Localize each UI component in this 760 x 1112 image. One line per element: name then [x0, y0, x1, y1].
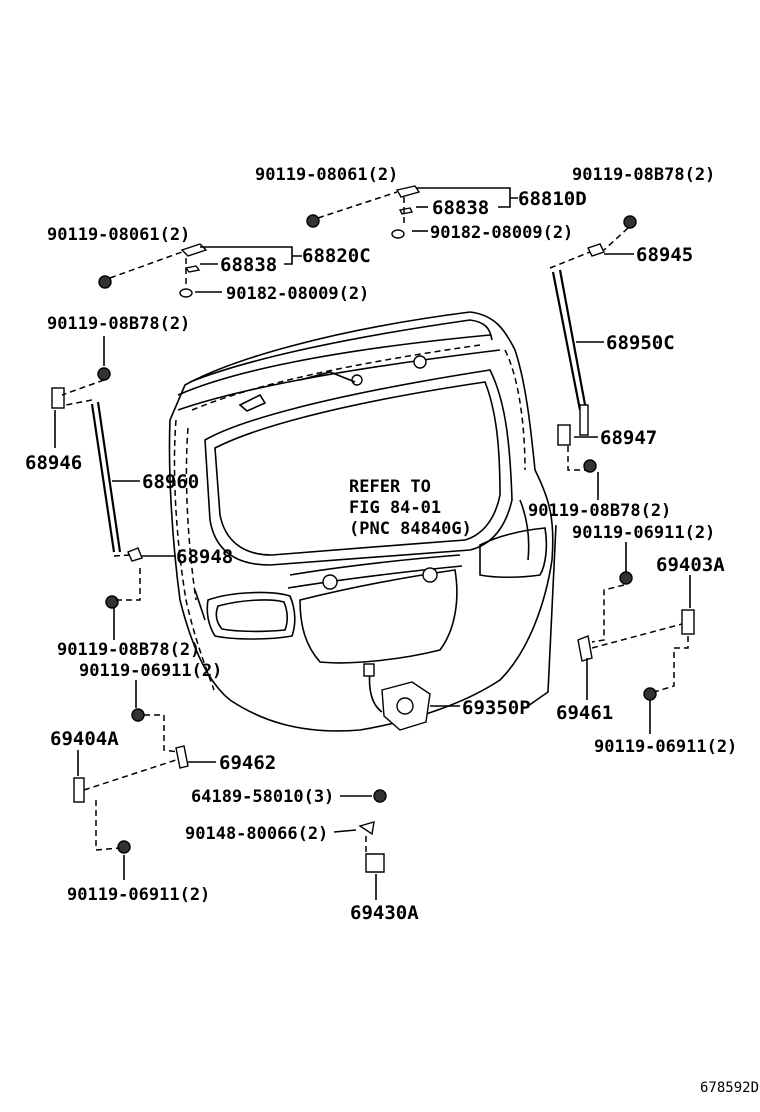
label-bracket-l-top: 68946 [25, 452, 82, 474]
dashed-leaders [61, 191, 689, 854]
strut-right [551, 243, 605, 446]
label-bracket-r-bot: 68947 [600, 427, 657, 449]
label-hinge-r: 68810D [518, 188, 587, 210]
label-gasket-r: 68838 [432, 197, 489, 219]
label-gasket-l: 68838 [220, 254, 277, 276]
label-hinge-l: 68820C [302, 245, 371, 267]
label-bolt-l-strut: 90119-08B78(2) [47, 314, 190, 334]
label-refer-line2: FIG 84-01 [349, 498, 441, 518]
label-bolt-l-strut-bot: 90119-08B78(2) [57, 640, 200, 660]
label-refer-line3: (PNC 84840G) [349, 519, 472, 539]
label-bolt-tr2: 90119-08B78(2) [572, 165, 715, 185]
back-door-panel [168, 311, 554, 732]
hinge-left [179, 243, 208, 298]
diagram-id: 678592D [700, 1080, 759, 1096]
label-nut-r: 90182-08009(2) [430, 223, 573, 243]
label-lock: 69350P [462, 697, 531, 719]
stopper-parts [73, 609, 695, 873]
label-bolt-r-stop2: 90119-06911(2) [594, 737, 737, 757]
label-bolt-tr: 90119-08061(2) [255, 165, 398, 185]
label-stopper-l: 69404A [50, 728, 119, 750]
label-striker: 69430A [350, 902, 419, 924]
label-strut-r: 68950C [606, 332, 675, 354]
label-bracket-l-bot: 68948 [176, 546, 233, 568]
label-bolt-tl: 90119-08061(2) [47, 225, 190, 245]
strut-left [51, 387, 143, 562]
label-lock-bolt: 64189-58010(3) [191, 787, 334, 807]
label-bolt-r-stop: 90119-06911(2) [572, 523, 715, 543]
solid-leaders [54, 187, 691, 900]
label-stopper-r: 69403A [656, 554, 725, 576]
door-lock [363, 663, 431, 731]
label-bracket-r-top: 68945 [636, 244, 693, 266]
part-labels: 90119-08061(2) 90119-08B78(2) 68810D 688… [25, 165, 759, 1096]
label-bolt-r-strut-bot: 90119-08B78(2) [528, 501, 671, 521]
label-bracket-l-stop: 69462 [219, 752, 276, 774]
label-bolt-l-stop2: 90119-06911(2) [67, 885, 210, 905]
bolt-icons [97, 214, 657, 854]
label-strut-l: 68960 [142, 471, 199, 493]
label-refer-line1: REFER TO [349, 477, 431, 497]
label-bolt-l-stop: 90119-06911(2) [79, 661, 222, 681]
label-striker-screw: 90148-80066(2) [185, 824, 328, 844]
label-bracket-r-stop: 69461 [556, 702, 613, 724]
label-nut-l: 90182-08009(2) [226, 284, 369, 304]
hinge-right [391, 185, 421, 239]
